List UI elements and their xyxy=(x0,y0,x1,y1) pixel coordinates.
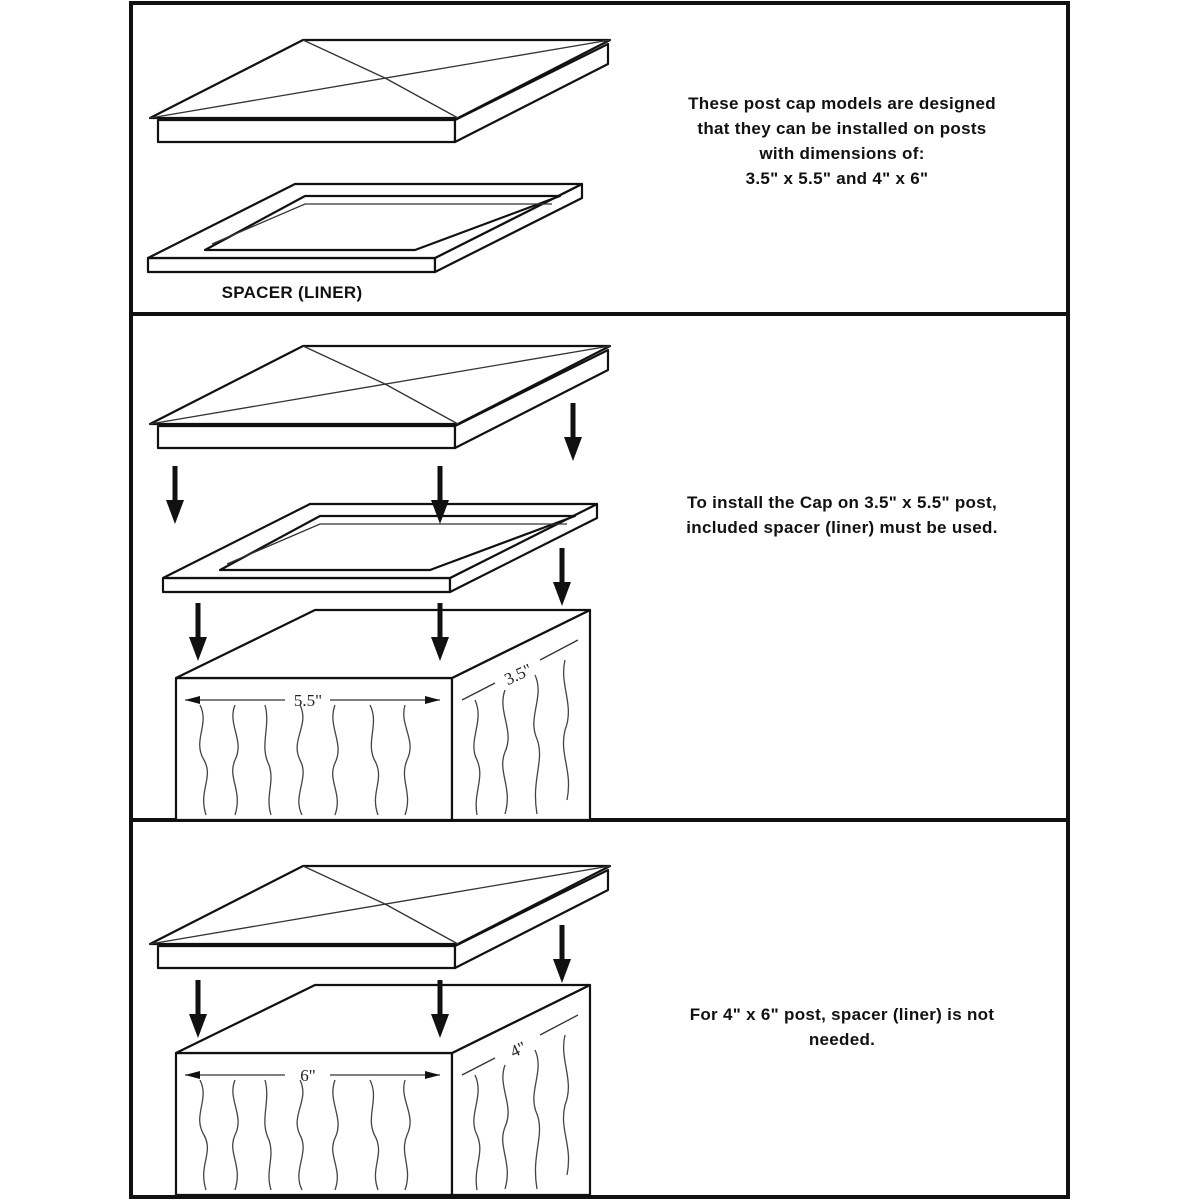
panel-without-spacer: 6" 4" For 4" x 6" post, spacer (liner) i… xyxy=(148,864,995,1197)
instruction-line: included spacer (liner) must be used. xyxy=(686,518,998,537)
spacer-illustration xyxy=(146,182,584,274)
instruction-line: For 4" x 6" post, spacer (liner) is not xyxy=(690,1005,995,1024)
depth-dimension-label: 4" xyxy=(507,1038,529,1062)
outer-frame xyxy=(129,1,1070,1199)
post-illustration xyxy=(174,983,592,1197)
down-arrow-icon xyxy=(189,603,207,661)
post-cap-illustration xyxy=(148,344,612,450)
description-line: These post cap models are designed xyxy=(688,94,996,113)
description-line: that they can be installed on posts xyxy=(697,119,986,138)
description-line: 3.5" x 5.5" and 4" x 6" xyxy=(746,169,929,188)
width-dimension-label: 6" xyxy=(300,1066,315,1085)
spacer-label: SPACER (LINER) xyxy=(222,283,363,302)
panel-with-spacer: 5.5" 3.5" To install the Cap on 3.5" x 5… xyxy=(148,344,998,822)
down-arrow-icon xyxy=(553,925,571,983)
post-illustration xyxy=(174,608,592,822)
post-cap-illustration xyxy=(148,864,612,970)
down-arrow-icon xyxy=(166,466,184,524)
instruction-line: needed. xyxy=(809,1030,875,1049)
post-cap-illustration xyxy=(148,38,612,144)
down-arrow-icon xyxy=(564,403,582,461)
width-dimension-label: 5.5" xyxy=(294,691,322,710)
spacer-illustration xyxy=(161,502,599,594)
description-line: with dimensions of: xyxy=(758,144,924,163)
down-arrow-icon xyxy=(553,548,571,606)
instruction-line: To install the Cap on 3.5" x 5.5" post, xyxy=(687,493,997,512)
panel-overview: SPACER (LINER) These post cap models are… xyxy=(146,38,996,302)
down-arrow-icon xyxy=(189,980,207,1038)
